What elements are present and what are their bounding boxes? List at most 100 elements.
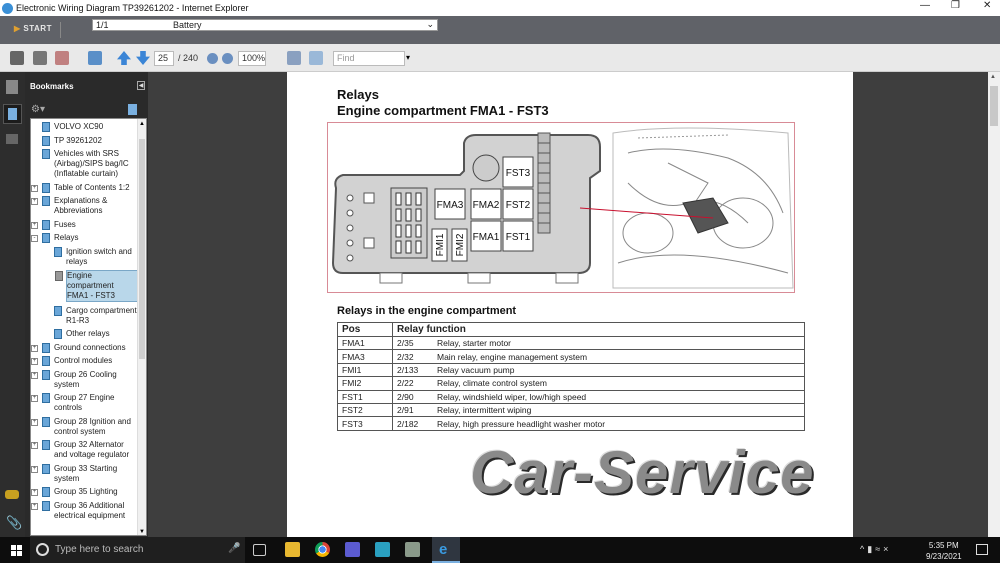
bookmark-item[interactable]: +Group 26 Cooling system [31,369,138,390]
description: Main relay, engine management system [437,351,588,362]
expand-icon[interactable]: + [31,184,38,192]
expand-icon[interactable]: + [31,442,38,449]
scroll-up-arrow[interactable]: ▲ [990,74,996,80]
bookmark-label: Group 35 Lighting [54,487,118,496]
expand-icon[interactable]: + [31,395,38,402]
expand-icon[interactable]: + [31,371,38,379]
zoom-out-icon[interactable] [207,53,218,64]
start-button[interactable]: ▶ START [14,24,52,33]
play-icon: ▶ [14,24,21,33]
email-icon[interactable] [55,51,69,65]
save-icon[interactable] [33,51,47,65]
maximize-button[interactable]: ❐ [951,0,960,11]
previous-page-icon[interactable] [117,51,131,65]
attachment-icon[interactable]: 📎 [6,515,23,530]
bookmark-item[interactable]: Ignition switch and relays [54,246,138,267]
bookmark-label: Relays [54,233,79,242]
system-tray-icons[interactable]: ^▮≈× [860,544,891,555]
notifications-icon[interactable] [976,544,988,555]
page-number-input[interactable]: 25 [154,51,174,66]
windows-start-icon[interactable] [11,545,22,556]
bookmark-item[interactable]: Cargo compartment R1-R3 [54,305,138,326]
bookmark-label: Other relays [66,329,110,338]
bookmark-item[interactable]: + Group 33 Starting system [31,463,138,484]
scroll-thumb[interactable] [139,139,145,359]
bookmark-item[interactable]: Other relays [54,329,138,339]
expand-icon[interactable]: + [31,198,38,205]
expand-icon[interactable]: + [31,344,38,352]
bookmark-item[interactable]: TP 39261202 [42,135,138,146]
app-icon-2[interactable] [405,542,420,557]
expand-icon[interactable]: + [31,502,38,510]
next-page-icon[interactable] [136,51,150,65]
file-explorer-icon[interactable] [285,542,300,557]
chapter-select[interactable]: 1/1 Battery ⌄ [92,19,438,31]
bookmarks-tab[interactable] [3,104,22,124]
find-dropdown[interactable]: ▾ [406,53,411,62]
side-icon-strip: 📎 [0,72,25,537]
chevron-up-icon[interactable]: ^ [860,544,865,554]
fit-page-icon[interactable] [309,51,323,65]
code: 2/35 [397,338,414,349]
expand-icon[interactable]: + [31,358,38,365]
print-icon[interactable] [10,51,24,65]
volume-muted-icon[interactable]: × [883,544,889,554]
bookmark-item[interactable]: +Explanations & Abbreviations [31,196,138,216]
bookmark-item[interactable]: +Control modules [31,356,138,366]
bookmarks-scrollbar[interactable]: ▲ ▼ [137,119,146,535]
internet-explorer-taskbar-button[interactable]: e [432,537,460,563]
description: Relay vacuum pump [437,364,515,375]
expand-icon[interactable]: + [31,465,38,473]
app-icon[interactable] [375,542,390,557]
expand-bookmark-icon[interactable] [128,104,137,115]
collapse-panel-button[interactable]: ◀ [137,81,145,90]
page-icon [42,122,50,132]
sync-icon[interactable] [88,51,102,65]
page-heading: Relays [337,87,379,102]
bookmark-item[interactable]: + Group 35 Lighting [31,487,138,497]
expand-icon[interactable]: + [31,418,38,426]
expand-icon[interactable]: + [31,489,38,496]
bookmark-item[interactable]: +Group 32 Alternator and voltage regulat… [31,440,138,460]
scroll-thumb[interactable] [990,86,998,126]
bookmark-label: Engine compartment FMA1 - FST3 [67,271,116,300]
task-view-icon[interactable] [253,544,266,556]
bookmark-item[interactable]: VOLVO XC90 [42,122,138,132]
find-input[interactable]: Find [333,51,405,66]
bookmark-label: Group 33 Starting system [54,463,118,483]
collapse-icon[interactable]: - [31,235,38,242]
taskbar-search[interactable]: Type here to search🎤 [30,537,245,563]
bookmark-item[interactable]: +Fuses [31,219,138,230]
pos-cell: FST1 [337,389,393,404]
pages-icon[interactable] [6,80,18,94]
zoom-select[interactable]: 100% [238,51,266,66]
bookmark-item[interactable]: +Group 27 Engine controls [31,393,138,413]
scroll-down-arrow[interactable]: ▼ [139,529,145,535]
bookmark-item[interactable]: +Ground connections [31,342,138,353]
battery-icon[interactable]: ▮ [867,544,873,554]
bookmark-item[interactable]: Engine compartment FMA1 - FST3 [55,270,138,302]
bookmark-item[interactable]: Vehicles with SRS (Airbag)/SIPS bag/IC (… [42,149,138,179]
bookmark-item[interactable]: +Group 36 Additional electrical equipmen… [31,500,138,521]
label-fmi2: FMI2 [455,233,466,256]
header-pos: Pos [337,322,393,337]
bookmark-item[interactable]: - Relays [31,233,138,243]
zoom-in-icon[interactable] [222,53,233,64]
document-scrollbar[interactable]: ▲ [988,72,1000,537]
microphone-icon[interactable]: 🎤 [228,543,241,554]
bookmark-item[interactable]: +Table of Contents 1:2 [31,182,138,193]
search-binoculars-icon[interactable] [6,134,18,144]
app-save-icon[interactable] [345,542,360,557]
wifi-icon[interactable]: ≈ [875,544,881,554]
minimize-button[interactable]: — [920,0,930,11]
fit-width-icon[interactable] [287,51,301,65]
comments-icon[interactable] [5,490,19,499]
close-button[interactable]: ✕ [983,0,992,11]
chrome-icon[interactable] [315,542,330,557]
options-gear-icon[interactable]: ⚙▾ [31,104,45,115]
expand-icon[interactable]: + [31,221,38,229]
scroll-up-arrow[interactable]: ▲ [139,121,145,127]
bookmark-item[interactable]: +Group 28 Ignition and control system [31,416,138,437]
